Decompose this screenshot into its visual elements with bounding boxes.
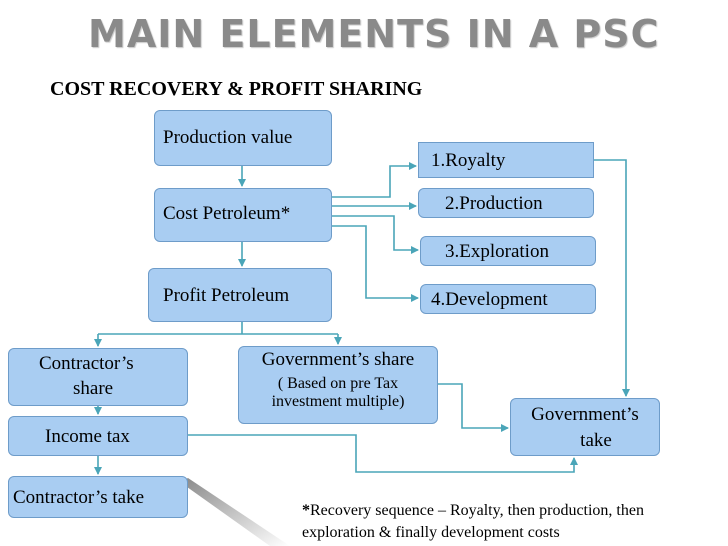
node-income-tax: Income tax bbox=[8, 416, 188, 456]
node-profit-petroleum: Profit Petroleum bbox=[148, 268, 332, 322]
node-royalty-label: 1.Royalty bbox=[431, 150, 506, 171]
node-production-value: Production value bbox=[154, 110, 332, 166]
node-cost-petroleum: Cost Petroleum* bbox=[154, 188, 332, 242]
footnote-text-line2: exploration & finally development costs bbox=[302, 524, 560, 541]
node-royalty: 1.Royalty bbox=[418, 142, 594, 178]
footnote-text-line1: Recovery sequence – Royalty, then produc… bbox=[310, 502, 644, 519]
node-governments-take: Government’s take bbox=[510, 398, 660, 456]
page-title: MAIN ELEMENTS IN A PSC bbox=[88, 12, 660, 56]
arrow-incometax-to-govtake bbox=[188, 434, 578, 473]
node-contractors-share-line1: Contractor’s bbox=[39, 353, 134, 374]
node-governments-take-line2: take bbox=[580, 430, 612, 451]
decorative-shadow bbox=[180, 478, 290, 546]
node-governments-share-note-line1: ( Based on pre Tax bbox=[277, 375, 399, 392]
arrow-govshare-to-govtake bbox=[438, 383, 509, 432]
node-governments-share-label: Government’s share bbox=[261, 349, 415, 370]
node-contractors-share: Contractor’s share bbox=[8, 348, 188, 406]
node-contractors-take-label: Contractor’s take bbox=[13, 487, 145, 508]
node-contractors-take: Contractor’s take bbox=[8, 476, 188, 518]
arrow-cost-to-development bbox=[332, 225, 419, 302]
node-exploration-label: 3.Exploration bbox=[445, 241, 549, 262]
node-governments-share: Government’s share ( Based on pre Tax in… bbox=[238, 346, 438, 424]
node-exploration: 3.Exploration bbox=[420, 236, 596, 266]
arrow-cost-to-royalty bbox=[332, 162, 417, 198]
node-cost-petroleum-label: Cost Petroleum* bbox=[163, 203, 291, 224]
node-governments-take-line1: Government’s bbox=[531, 404, 639, 425]
node-development: 4.Development bbox=[420, 284, 596, 314]
footnote-marker: * bbox=[302, 502, 310, 519]
arrow-cost-to-exploration bbox=[332, 215, 419, 254]
node-production-label: 2.Production bbox=[445, 193, 543, 214]
node-production-value-label: Production value bbox=[163, 127, 293, 148]
footnote-line1: *Recovery sequence – Royalty, then produ… bbox=[302, 500, 702, 522]
node-income-tax-label: Income tax bbox=[45, 426, 130, 447]
node-profit-petroleum-label: Profit Petroleum bbox=[163, 285, 290, 306]
node-contractors-share-line2: share bbox=[73, 378, 114, 399]
node-development-label: 4.Development bbox=[431, 289, 548, 310]
node-production: 2.Production bbox=[418, 188, 594, 218]
node-governments-share-note-line2: investment multiple) bbox=[271, 393, 405, 410]
footnote: *Recovery sequence – Royalty, then produ… bbox=[302, 500, 702, 544]
section-subtitle: COST RECOVERY & PROFIT SHARING bbox=[50, 78, 423, 100]
arrow-royalty-to-govtake bbox=[594, 159, 630, 397]
